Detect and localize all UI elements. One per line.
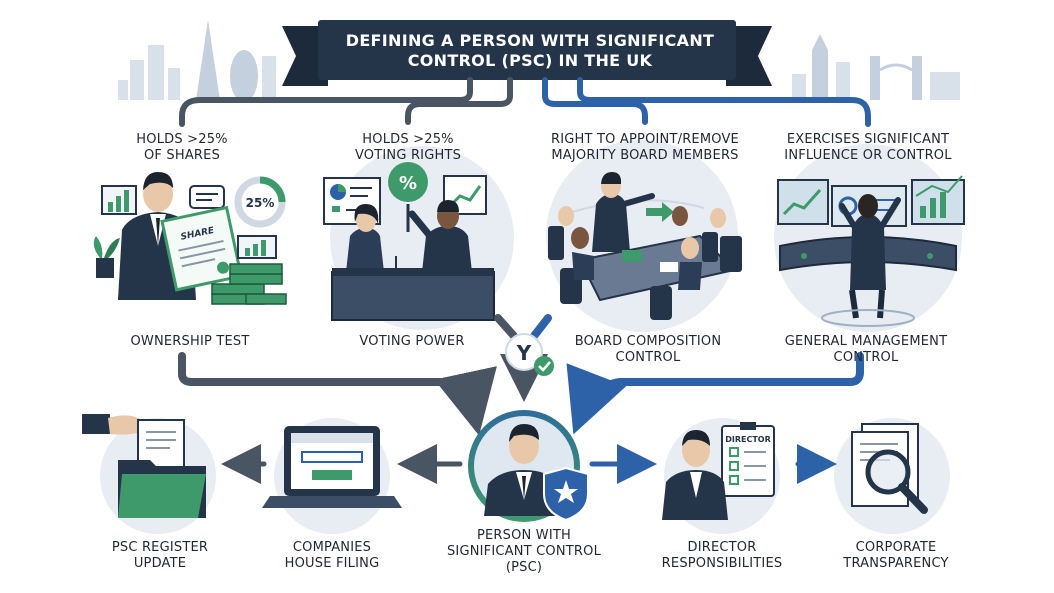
criterion-caption-ownership: OWNERSHIP TEST — [130, 334, 250, 349]
title-banner — [282, 20, 772, 86]
title-line-1: DEFINING A PERSON WITH SIGNIFICANT — [345, 31, 715, 50]
director-responsibilities-illustration — [662, 418, 780, 534]
outcome-corporate-transparency: CORPORATE TRANSPARENCY — [843, 540, 949, 571]
london-skyline-right — [792, 34, 960, 100]
director-clipboard-label: DIRECTOR — [725, 435, 771, 444]
outcome-psc: PERSON WITH SIGNIFICANT CONTROL (PSC) — [446, 528, 602, 575]
outcome-director-responsibilities: DIRECTOR RESPONSIBILITIES — [661, 540, 783, 571]
general-management-illustration — [774, 144, 965, 332]
voting-power-illustration — [323, 146, 514, 330]
criterion-heading-influence: EXERCISES SIGNIFICANT INFLUENCE OR CONTR… — [784, 132, 952, 163]
psc-person-illustration — [468, 410, 589, 522]
ownership-test-illustration — [93, 172, 287, 305]
criterion-heading-voting: HOLDS >25% VOTING RIGHTS — [354, 132, 462, 163]
svg-text:Y: Y — [516, 341, 532, 365]
companies-house-illustration — [262, 418, 402, 534]
title-line-2: CONTROL (PSC) IN THE UK — [407, 51, 653, 70]
percent-badge-label: 25% — [246, 196, 275, 210]
verification-badge: Y — [505, 333, 554, 376]
outcome-psc-register: PSC REGISTER UPDATE — [111, 540, 209, 571]
criterion-heading-shares: HOLDS >25% OF SHARES — [136, 132, 228, 163]
convergence-arrows — [178, 314, 864, 436]
criterion-caption-management: GENERAL MANAGEMENT CONTROL — [784, 334, 948, 365]
criterion-caption-board: BOARD COMPOSITION CONTROL — [574, 334, 722, 365]
psc-register-illustration — [82, 414, 216, 534]
corporate-transparency-illustration — [834, 418, 950, 534]
criterion-caption-voting: VOTING POWER — [359, 334, 465, 349]
top-connectors — [179, 77, 871, 127]
percent-sign-label: % — [399, 173, 417, 194]
page-title: DEFINING A PERSON WITH SIGNIFICANT CONTR… — [330, 31, 730, 71]
london-skyline-left — [118, 20, 276, 102]
board-composition-illustration — [546, 140, 742, 332]
outcome-companies-house: COMPANIES HOUSE FILING — [284, 540, 380, 571]
criterion-heading-board: RIGHT TO APPOINT/REMOVE MAJORITY BOARD M… — [551, 132, 739, 163]
